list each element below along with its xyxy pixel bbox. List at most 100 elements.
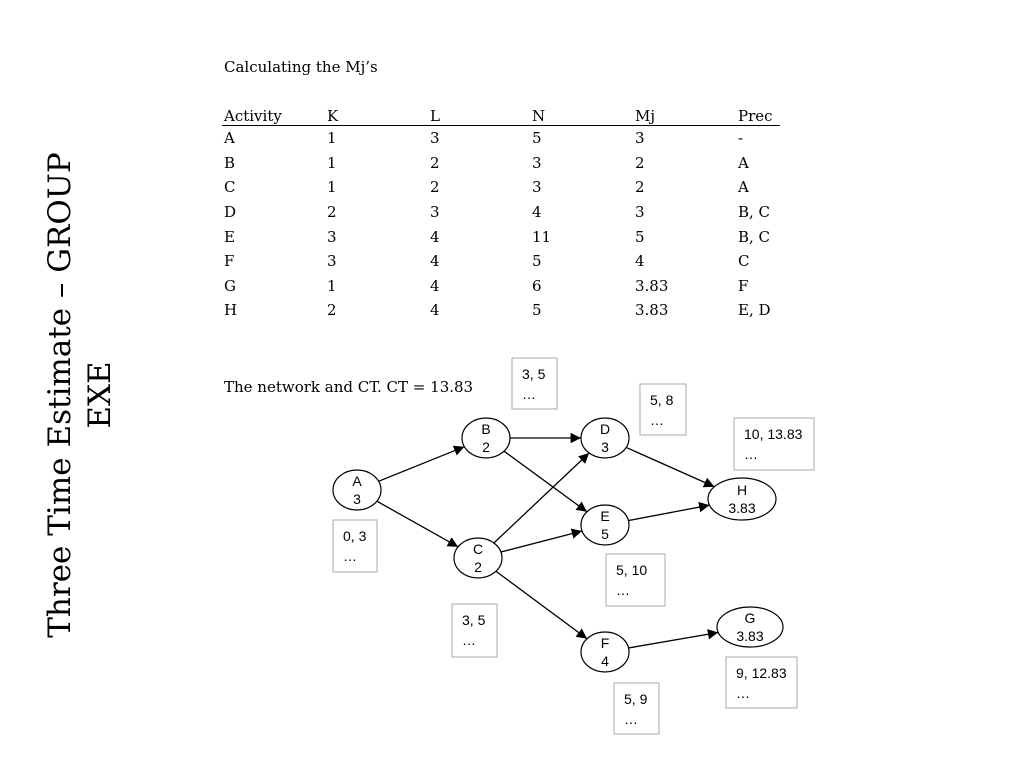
cell-k: 3 <box>327 227 337 246</box>
cell-prec: A <box>738 153 749 172</box>
cell-n: 5 <box>532 252 542 271</box>
col-header-mj: Mj <box>633 106 736 126</box>
cell-l: 4 <box>430 301 440 320</box>
node-label: D <box>600 421 610 437</box>
edge-c-f <box>495 570 588 640</box>
cell-n: 3 <box>532 153 542 172</box>
cell-k: 2 <box>327 301 337 320</box>
cell-activity: C <box>224 178 236 197</box>
node-ellipse <box>707 477 777 521</box>
cell-activity: F <box>224 252 235 271</box>
cell-prec: F <box>738 276 749 295</box>
node-label: E <box>600 508 609 524</box>
cell-mj: 3.83 <box>635 276 669 295</box>
cell-k: 1 <box>327 153 337 172</box>
cell-mj: 2 <box>635 153 645 172</box>
cell-k: 1 <box>327 276 337 295</box>
edge-d-h <box>625 446 715 488</box>
time-box-ellipsis: … <box>522 386 536 402</box>
node-label: B <box>481 421 490 437</box>
node-duration: 2 <box>482 439 490 455</box>
edge-c-e <box>500 528 583 553</box>
time-box-times: 5, 8 <box>650 392 674 408</box>
cell-mj: 3.83 <box>635 301 669 320</box>
node-d: D3 <box>580 417 630 459</box>
node-c: C2 <box>453 537 503 579</box>
time-box-ellipsis: … <box>343 548 357 564</box>
node-label: H <box>737 482 747 498</box>
edge-a-c <box>376 500 459 548</box>
node-ellipse <box>716 606 784 648</box>
cell-l: 4 <box>430 276 440 295</box>
node-ellipse <box>453 537 503 579</box>
cell-n: 5 <box>532 301 542 320</box>
time-box-b: 3, 5 … <box>511 357 558 410</box>
cell-activity: A <box>224 129 235 148</box>
node-label: G <box>745 610 756 626</box>
cell-prec: B, C <box>738 203 771 222</box>
node-duration: 4 <box>601 653 609 669</box>
edge-f-g <box>628 629 719 649</box>
node-duration: 2 <box>474 559 482 575</box>
time-box-c: 3, 5… <box>451 603 498 658</box>
node-label: C <box>473 541 483 557</box>
cell-mj: 4 <box>635 252 645 271</box>
col-header-n: N <box>530 106 633 126</box>
node-b: B2 <box>461 417 511 459</box>
cell-n: 11 <box>532 227 552 246</box>
time-box-frame <box>639 383 687 436</box>
time-box-d: 5, 8 … <box>639 383 687 436</box>
node-h: H 3.83 <box>707 477 777 521</box>
cell-prec: A <box>738 178 749 197</box>
node-ellipse <box>580 504 630 546</box>
node-a: A3 <box>332 469 382 511</box>
time-box-frame <box>451 603 498 658</box>
time-box-times: 3, 5 <box>462 612 486 628</box>
node-duration: 5 <box>601 526 609 542</box>
cell-mj: 5 <box>635 227 645 246</box>
cell-l: 4 <box>430 252 440 271</box>
cell-activity: G <box>224 276 236 295</box>
node-ellipse <box>332 469 382 511</box>
time-box-a: 0, 3… <box>332 519 378 573</box>
table-row: G 1 4 6 3.83 F <box>222 274 780 299</box>
edge-a-b <box>378 445 465 482</box>
time-box-g: 9, 12.83… <box>725 656 798 709</box>
cell-n: 6 <box>532 276 542 295</box>
time-box-times: 10, 13.83 <box>744 426 803 442</box>
cell-k: 2 <box>327 203 337 222</box>
cell-mj: 2 <box>635 178 645 197</box>
cell-mj: 3 <box>635 129 645 148</box>
cell-activity: D <box>224 203 237 222</box>
time-box-times: 9, 12.83 <box>736 665 787 681</box>
cell-mj: 3 <box>635 203 645 222</box>
node-duration: 3 <box>601 439 609 455</box>
node-duration: 3.83 <box>728 500 755 516</box>
cell-n: 4 <box>532 203 542 222</box>
node-label: F <box>601 635 610 651</box>
node-g: G 3.83 <box>716 606 784 648</box>
node-duration: 3.83 <box>736 628 763 644</box>
time-box-frame <box>725 656 798 709</box>
cell-k: 3 <box>327 252 337 271</box>
col-header-k: K <box>325 106 428 126</box>
time-box-times: 3, 5 <box>522 366 546 382</box>
time-box-times: 5, 10 <box>616 562 647 578</box>
time-box-ellipsis: … <box>650 412 664 428</box>
cell-prec: - <box>738 129 744 148</box>
cell-n: 3 <box>532 178 542 197</box>
col-header-prec: Prec <box>736 106 780 126</box>
node-duration: 3 <box>353 491 361 507</box>
time-box-frame <box>613 682 660 735</box>
edge-b-e <box>503 450 588 513</box>
node-f: F4 <box>580 631 630 673</box>
node-ellipse <box>580 417 630 459</box>
cell-prec: C <box>738 252 750 271</box>
time-box-times: 5, 9 <box>624 691 648 707</box>
